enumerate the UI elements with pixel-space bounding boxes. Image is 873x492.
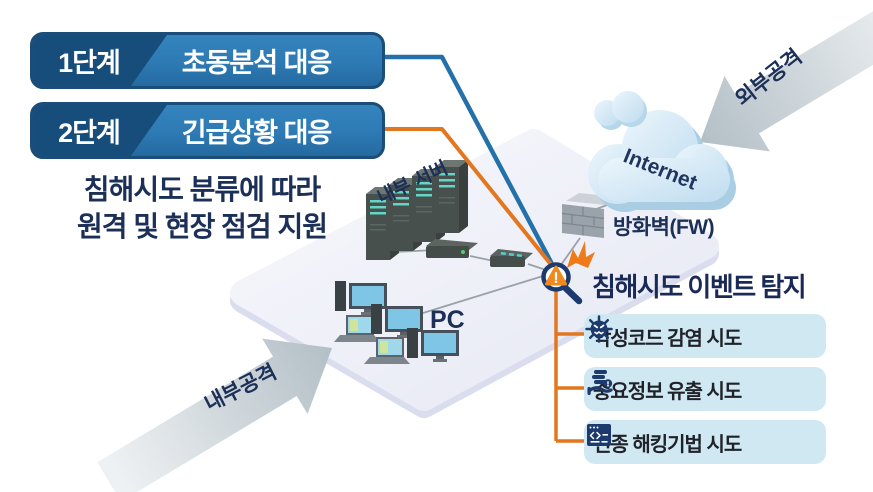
stage1-number: 1단계	[58, 48, 121, 78]
external-attack-arrow	[700, 0, 873, 152]
detection-magnifier-icon	[541, 262, 583, 305]
pc-label: PC	[430, 306, 465, 334]
hacking-code-icon	[587, 424, 611, 446]
data-leak-icon	[587, 370, 613, 395]
firewall-label: 방화벽(FW)	[613, 216, 715, 239]
pc-icons	[334, 281, 459, 364]
event-label: 악성코드 감염 시도	[593, 327, 742, 350]
event-box-malware: 악성코드 감염 시도	[584, 314, 826, 358]
detection-title: 침해시도 이벤트 탐지	[592, 272, 807, 302]
stage2-connector-line	[385, 127, 555, 269]
stage1-banner: 1단계 초동분석 대응	[30, 32, 385, 89]
event-label: 중요정보 유출 시도	[593, 380, 742, 403]
switch-icon-2	[490, 249, 533, 267]
stage2-label: 긴급상황 대응	[181, 118, 333, 148]
stage1-label: 초동분석 대응	[181, 48, 333, 78]
internet-cloud-icon	[588, 91, 736, 212]
support-description: 침해시도 분류에 따라 원격 및 현장 점검 지원	[28, 171, 376, 245]
switch-icon-1	[426, 239, 478, 258]
event-box-data-leak: 중요정보 유출 시도	[584, 367, 826, 411]
support-description-line1: 침해시도 분류에 따라	[83, 174, 321, 205]
stage2-number: 2단계	[58, 118, 121, 148]
stage2-banner: 2단계 긴급상황 대응	[30, 102, 385, 159]
stage1-connector-line	[385, 54, 554, 266]
event-branch-lines	[554, 285, 586, 443]
support-description-line2: 원격 및 현장 점검 지원	[77, 211, 328, 242]
event-label: 신종 해킹기법 시도	[593, 433, 742, 456]
virus-icon	[585, 315, 613, 343]
internal-attack-arrow	[97, 338, 332, 492]
server-rack-icons	[366, 160, 468, 260]
event-box-hacking: 신종 해킹기법 시도	[584, 420, 826, 464]
alert-spark-icon	[567, 241, 595, 268]
